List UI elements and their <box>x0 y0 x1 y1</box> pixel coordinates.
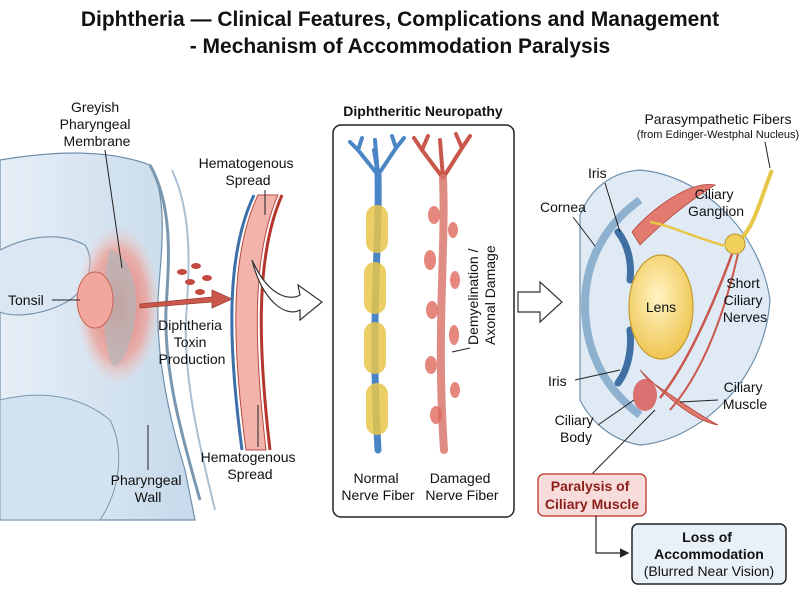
iris-bottom-label: Iris <box>548 373 567 389</box>
myelin-segment <box>366 383 388 435</box>
paralysis-box <box>537 473 647 517</box>
paralysis-pointer <box>591 409 656 475</box>
iris-top-label: Iris <box>588 165 607 181</box>
short-ciliary-nerve-2 <box>659 253 734 399</box>
pharyngeal-wall-label: Pharyngeal Wall <box>111 472 186 505</box>
short-ciliary-nerve <box>649 220 727 248</box>
neuropathy-title: Diphtheritic Neuropathy <box>343 103 503 119</box>
ciliary-muscle-label: Ciliary Muscle <box>723 379 768 412</box>
flow-arrow <box>517 280 563 324</box>
vessel-wall-red <box>259 194 284 451</box>
myelin-segment <box>366 205 388 253</box>
short-ciliary-nerves-label: Short Ciliary Nerves <box>723 275 767 325</box>
greyish-membrane <box>103 250 137 366</box>
damage-fragments <box>424 206 460 424</box>
damaged-fiber-label: Damaged Nerve Fiber <box>425 470 498 503</box>
cornea-label: Cornea <box>540 199 586 215</box>
paralysis-label: Paralysis of Ciliary Muscle <box>545 478 639 512</box>
page-title: Diphtheria — Clinical Features, Complica… <box>0 6 800 60</box>
ganglion-label: Ciliary Ganglion <box>688 186 744 219</box>
loss-sub-label: (Blurred Near Vision) <box>644 563 774 579</box>
ciliary-ganglion <box>724 233 746 255</box>
ciliary-body-leader <box>597 399 635 426</box>
spread-arrow <box>251 259 323 322</box>
ciliary-body <box>633 379 657 411</box>
damage-leader <box>451 347 471 353</box>
ciliary-muscle-leader <box>679 399 719 403</box>
membrane-label: Greyish Pharyngeal Membrane <box>60 99 135 149</box>
myelin-segment <box>364 262 386 314</box>
ciliary-body-label: Ciliary Body <box>555 412 598 445</box>
outcome-panel: Paralysis of Ciliary Muscle Loss of Acco… <box>537 409 787 585</box>
iris-bottom-leader <box>574 369 621 381</box>
iris-top <box>614 228 634 284</box>
damaged-nerve-fiber <box>412 132 472 454</box>
outcome-connector <box>595 516 630 558</box>
neuropathy-panel: Diphtheritic Neuropathy <box>332 103 515 518</box>
ciliary-muscle-bottom <box>639 369 719 426</box>
pharyngeal-wall-inner <box>171 169 216 511</box>
lens-label: Lens <box>646 299 676 315</box>
hematogenous-bottom-label: Hematogenous Spread <box>201 449 300 482</box>
toxin-particles <box>177 263 212 295</box>
pharyngeal-wall-outline <box>148 164 202 501</box>
title-line-2: - Mechanism of Accommodation Paralysis <box>189 35 611 58</box>
normal-fiber-label: Normal Nerve Fiber <box>341 470 414 503</box>
membrane-leader <box>104 149 123 269</box>
damage-label: Demyelination / Axonal Damage <box>465 245 498 345</box>
vessel-panel: Hematogenous Spread Hematogenous Spread <box>199 155 323 482</box>
iris-top-leader <box>604 182 621 233</box>
throat-panel: Greyish Pharyngeal Membrane Tonsil Phary… <box>0 99 233 521</box>
loss-label: Loss of Accommodation <box>654 529 764 562</box>
toxin-label: Diphtheria Toxin Production <box>158 317 226 367</box>
lower-tissue <box>0 394 120 521</box>
toxin-arrow <box>139 289 233 309</box>
myelin-segment <box>364 322 386 374</box>
parasympathetic-label: Parasympathetic Fibers <box>644 111 791 127</box>
blood-vessel <box>235 194 279 451</box>
loss-box <box>631 523 787 585</box>
eye-panel: Parasympathetic Fibers (from Edinger-Wes… <box>540 111 799 446</box>
cornea <box>580 196 643 419</box>
short-ciliary-nerve-3 <box>669 253 739 411</box>
normal-nerve-fiber <box>348 134 406 454</box>
vessel-wall-blue <box>230 194 256 451</box>
parasympathetic-leader <box>764 141 771 169</box>
parasympathetic-fiber <box>738 169 774 242</box>
tonsil-label: Tonsil <box>8 292 44 308</box>
tonsil <box>76 271 114 329</box>
iris-bottom <box>614 326 634 387</box>
lens <box>628 254 694 360</box>
cornea-leader <box>572 216 596 247</box>
title-line-1: Diphtheria — Clinical Features, Complica… <box>80 8 720 31</box>
hematogenous-top-label: Hematogenous Spread <box>199 155 298 188</box>
parasympathetic-sub-label: (from Edinger-Westphal Nucleus) <box>637 129 799 141</box>
ciliary-muscle-top <box>631 184 717 246</box>
